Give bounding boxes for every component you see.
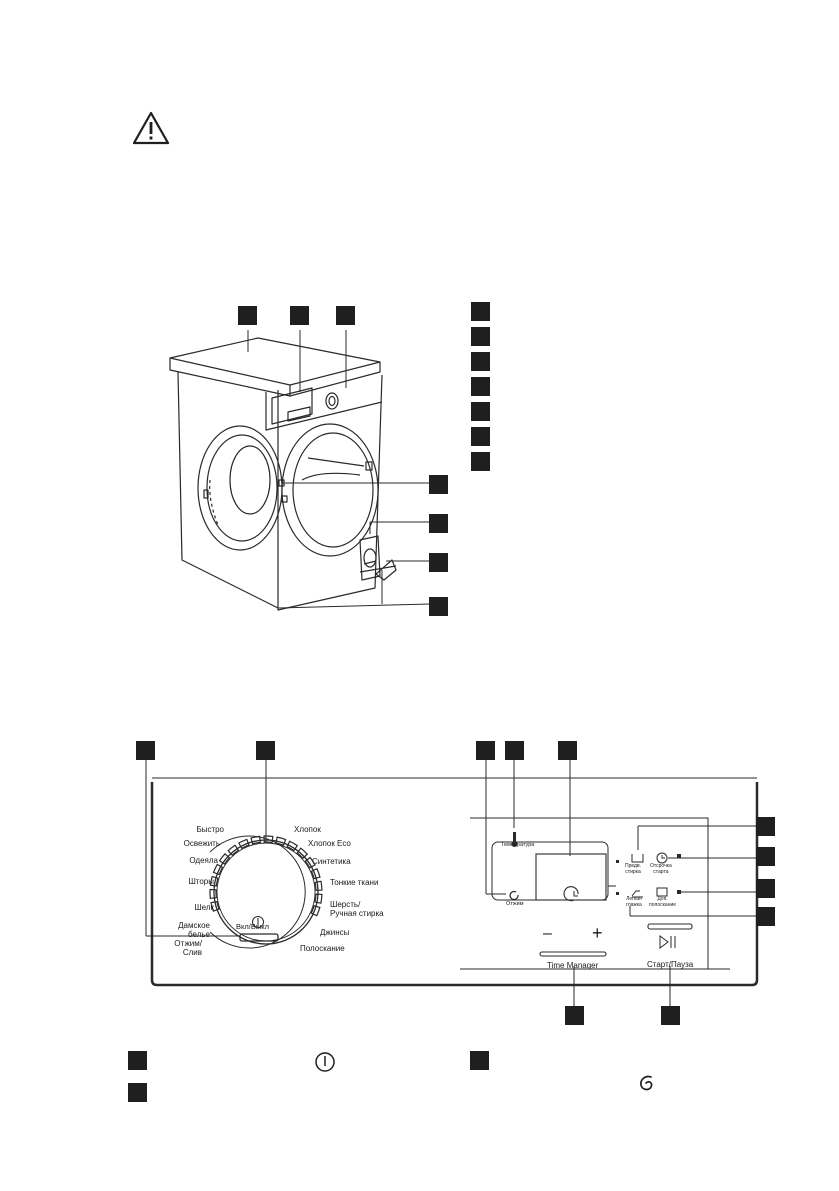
temperature-label: Температура bbox=[501, 842, 535, 848]
warning-icon bbox=[132, 111, 170, 145]
dial-segment bbox=[238, 838, 250, 850]
callout-marker bbox=[756, 847, 775, 866]
plus-sign: + bbox=[592, 923, 603, 943]
dial-segment bbox=[212, 863, 224, 876]
dial-segment bbox=[314, 880, 323, 891]
callout-marker bbox=[238, 306, 257, 325]
legend-marker bbox=[471, 427, 490, 446]
callout-marker bbox=[756, 907, 775, 926]
minus-sign: – bbox=[543, 925, 552, 942]
callout-marker bbox=[336, 306, 355, 325]
callout-marker bbox=[476, 741, 495, 760]
program-label: Хлопок Eco bbox=[308, 839, 351, 848]
legend-marker bbox=[471, 302, 490, 321]
callout-marker bbox=[756, 817, 775, 836]
legend-marker bbox=[471, 452, 490, 471]
callout-marker bbox=[558, 741, 577, 760]
dial-segment bbox=[218, 852, 231, 865]
program-label: Шторы bbox=[188, 877, 214, 886]
dial-segment bbox=[286, 840, 299, 852]
legend-marker bbox=[471, 352, 490, 371]
callout-marker bbox=[429, 597, 448, 616]
dial-segment bbox=[275, 836, 287, 846]
spin-label: Отжим bbox=[506, 901, 524, 907]
program-label: Ручная стирка bbox=[330, 909, 384, 918]
washing-machine-illustration bbox=[169, 330, 431, 611]
program-label: Полоскание bbox=[300, 944, 345, 953]
dial-segment bbox=[210, 900, 220, 912]
program-label: Тонкие ткани bbox=[330, 878, 379, 887]
callout-marker bbox=[429, 553, 448, 572]
callout-marker bbox=[136, 741, 155, 760]
callout-marker bbox=[505, 741, 524, 760]
delay-start-label: Отсрочка bbox=[650, 863, 672, 869]
legend-marker bbox=[470, 1051, 489, 1070]
callout-marker bbox=[429, 514, 448, 533]
program-label: Шерсть/ bbox=[330, 900, 361, 909]
dial-segment bbox=[250, 835, 262, 845]
program-label: Шелк bbox=[194, 903, 214, 912]
callout-marker bbox=[429, 475, 448, 494]
legend-marker bbox=[471, 377, 490, 396]
dial-segment bbox=[209, 875, 219, 887]
time-manager-label: Time Manager bbox=[547, 961, 599, 970]
dial-segment bbox=[310, 867, 321, 880]
dial-segment bbox=[304, 856, 316, 869]
program-label: Слив bbox=[182, 948, 202, 957]
easy-iron-label: глажка bbox=[626, 901, 642, 908]
legend-marker bbox=[471, 327, 490, 346]
callout-marker bbox=[290, 306, 309, 325]
dial-segment bbox=[263, 835, 274, 844]
program-label: Дамское bbox=[178, 921, 210, 930]
dial-segment bbox=[296, 847, 309, 860]
delay-start-label: старта bbox=[653, 868, 669, 875]
start-pause-label: Старт/Пауза bbox=[647, 960, 694, 969]
legend-marker bbox=[128, 1051, 147, 1070]
callout-marker bbox=[565, 1006, 584, 1025]
easy-iron-label: Легкая bbox=[626, 896, 642, 902]
program-label: Синтетика bbox=[312, 857, 351, 866]
power-icon bbox=[315, 1052, 335, 1072]
legend-marker bbox=[128, 1083, 147, 1102]
dial-segment bbox=[227, 844, 240, 856]
program-label: Отжим/ bbox=[174, 939, 202, 948]
spin-icon bbox=[640, 1075, 653, 1091]
callout-marker bbox=[756, 879, 775, 898]
extra-rinse-label: полоскание bbox=[649, 901, 677, 908]
extra-rinse-label: Доп. bbox=[657, 896, 668, 902]
power-label: Вкл/Выкл bbox=[236, 922, 269, 931]
dial-segment bbox=[310, 905, 321, 917]
prewash-label: стирка bbox=[625, 868, 641, 875]
program-label: Хлопок bbox=[294, 825, 321, 834]
program-label: Джинсы bbox=[320, 928, 350, 937]
prewash-label: Предв. bbox=[625, 863, 642, 869]
control-panel-illustration bbox=[145, 760, 760, 1006]
callout-marker bbox=[661, 1006, 680, 1025]
program-label: Быстро bbox=[196, 825, 224, 834]
legend-marker bbox=[471, 402, 490, 421]
program-label: Освежить bbox=[183, 839, 220, 848]
dial-segment bbox=[209, 888, 217, 900]
dial-segment bbox=[314, 893, 323, 904]
callout-marker bbox=[256, 741, 275, 760]
program-label: Одеяла bbox=[189, 856, 218, 865]
program-label: белье bbox=[188, 930, 210, 939]
